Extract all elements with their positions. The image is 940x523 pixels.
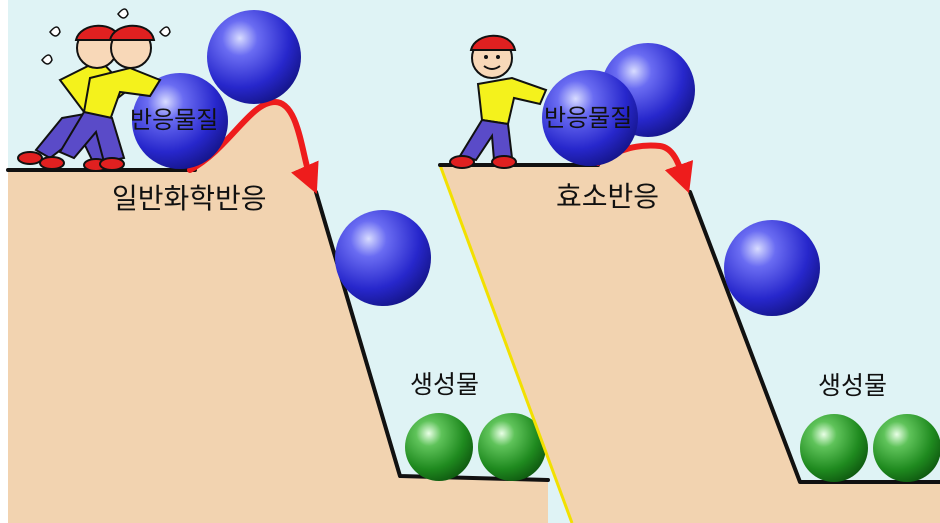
reactant-ball: [207, 10, 301, 104]
product-ball: [800, 414, 868, 482]
reactant-ball: [542, 70, 638, 166]
reactant-ball: [132, 73, 228, 169]
product-ball: [873, 414, 940, 482]
right-cliff-terrain: [440, 144, 940, 523]
left-energy-barrier-arrow: [187, 98, 319, 195]
reactant-ball: [335, 210, 431, 306]
right-panel-caption: 효소반응: [556, 180, 659, 213]
right-product-label: 생성물: [818, 371, 887, 400]
product-ball: [405, 413, 473, 481]
left-panel-caption: 일반화학반응: [112, 182, 267, 215]
right-reactant-label: 반응물질: [544, 104, 632, 132]
product-ball: [478, 413, 546, 481]
reactant-ball: [724, 220, 820, 316]
left-reactant-label: 반응물질: [130, 106, 218, 134]
panel-divider-line: [438, 164, 574, 523]
left-cliff-terrain: [8, 100, 548, 523]
left-panel: 반응물질 일반화학반응 생성물: [6, 8, 550, 523]
right-panel: 반응물질 효소반응 생성물: [438, 34, 940, 523]
struggling-pushers-figure: [17, 8, 171, 172]
left-product-label: 생성물: [410, 370, 479, 399]
relaxed-pusher-figure: [449, 34, 548, 169]
white-margin-left: [0, 0, 8, 523]
